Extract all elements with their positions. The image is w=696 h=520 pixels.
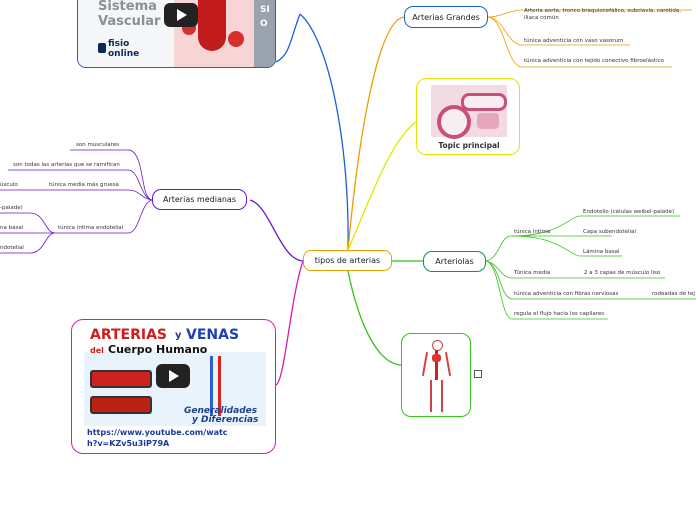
video-side-letters: SIO — [260, 5, 270, 29]
subtopic-tejido-fibroelastico[interactable]: túnica adventicia con tejido conectivo f… — [524, 58, 664, 64]
thumb-subtitle-del: del — [90, 346, 104, 355]
subtopic-endotelial-left[interactable]: ndotelial — [0, 245, 24, 251]
subtopic-capa-subendotelial[interactable]: Capa subendotelial — [583, 229, 636, 235]
topic-arterias-grandes-label: Arterias Grandes — [412, 12, 480, 22]
subtopic-regula-flujo[interactable]: regula el flujo hacia los capilares — [514, 311, 605, 317]
thumb-tag-generalidades: Generalidades — [184, 406, 258, 416]
subtopic-arterias-list[interactable]: Arteria aorta, tronco braquiocefálico, s… — [524, 8, 682, 21]
subtopic-tunica-media[interactable]: Túnica media — [514, 270, 551, 276]
video-card-arterias-venas[interactable]: ARTERIAS y VENAS del Cuerpo Humano Gener… — [71, 319, 276, 454]
video-title-line2: Vascular — [98, 14, 161, 29]
subtopic-vasa-vasorum[interactable]: túnica adventicia con vaso vasorum — [524, 38, 624, 44]
subtopic-rodeadas[interactable]: rodeadas de tej — [652, 291, 695, 297]
central-topic[interactable]: tipos de arterias — [303, 250, 392, 271]
brand-fisio: fisio — [108, 39, 130, 49]
topic-arterias-grandes[interactable]: Arterias Grandes — [404, 6, 488, 28]
anatomy-image-card[interactable] — [401, 333, 471, 417]
topic-arterias-medianas[interactable]: Arterias medianas — [152, 189, 247, 210]
central-topic-label: tipos de arterias — [314, 256, 381, 265]
play-icon[interactable] — [164, 3, 198, 27]
histology-image — [431, 85, 507, 139]
brand-online: online — [108, 49, 140, 59]
subtopic-tunica-media-gruesa[interactable]: túnica media más gruesa — [49, 182, 119, 188]
fisio-logo-icon — [98, 43, 106, 53]
video-url-link[interactable]: https://www.youtube.com/watch?v=KZv5u3iP… — [87, 428, 228, 448]
topic-principal-label: Topic principal — [438, 141, 500, 150]
topic-arteriolas[interactable]: Arteriolas — [423, 251, 486, 272]
subtopic-ramifican[interactable]: son todas las arterias que se ramifican — [13, 162, 120, 168]
play-icon[interactable] — [156, 364, 190, 388]
video-thumbnail-sistema-vascular[interactable]: SIO Sistema Vascular fisio online — [77, 0, 276, 68]
subtopic-lamina-basal[interactable]: Lámina basal — [583, 249, 620, 255]
subtopic-lamina-basal-left[interactable]: na basal — [0, 225, 24, 231]
topic-principal-card[interactable]: Topic principal — [416, 78, 520, 155]
subtopic-adventicia-nerviosas[interactable]: túnica adventicia con fibras nerviosas — [514, 291, 619, 297]
thumb-title-venas: VENAS — [186, 327, 240, 343]
thumb-title-arterias: ARTERIAS — [90, 327, 168, 343]
subtopic-endotelio[interactable]: Endotelio (células weibel-palade) — [583, 209, 675, 215]
circulatory-figure — [420, 340, 454, 412]
thumb-title-y: y — [175, 330, 182, 341]
thumb-tag-diferencias: y Diferencias — [192, 415, 259, 425]
subtopic-musculo[interactable]: úsculo — [0, 182, 18, 188]
subtopic-son-musculares[interactable]: son musculares — [76, 142, 119, 148]
subtopic-capas-musculo[interactable]: 2 a 3 capas de músculo liso — [584, 270, 661, 276]
topic-arteriolas-label: Arteriolas — [435, 257, 474, 266]
video-title-line1: Sistema — [98, 0, 157, 14]
subtopic-palade[interactable]: -palade) — [0, 205, 23, 211]
subtopic-tunica-intima-endotelial[interactable]: túnica íntima endotelial — [58, 225, 124, 231]
topic-arterias-medianas-label: Arterias medianas — [162, 195, 236, 204]
video-thumbnail-arterias-venas: ARTERIAS y VENAS del Cuerpo Humano Gener… — [84, 326, 266, 426]
external-link-icon[interactable] — [474, 370, 482, 378]
thumb-subtitle: Cuerpo Humano — [108, 343, 208, 356]
subtopic-tunica-intima[interactable]: túnica íntima — [514, 229, 551, 235]
